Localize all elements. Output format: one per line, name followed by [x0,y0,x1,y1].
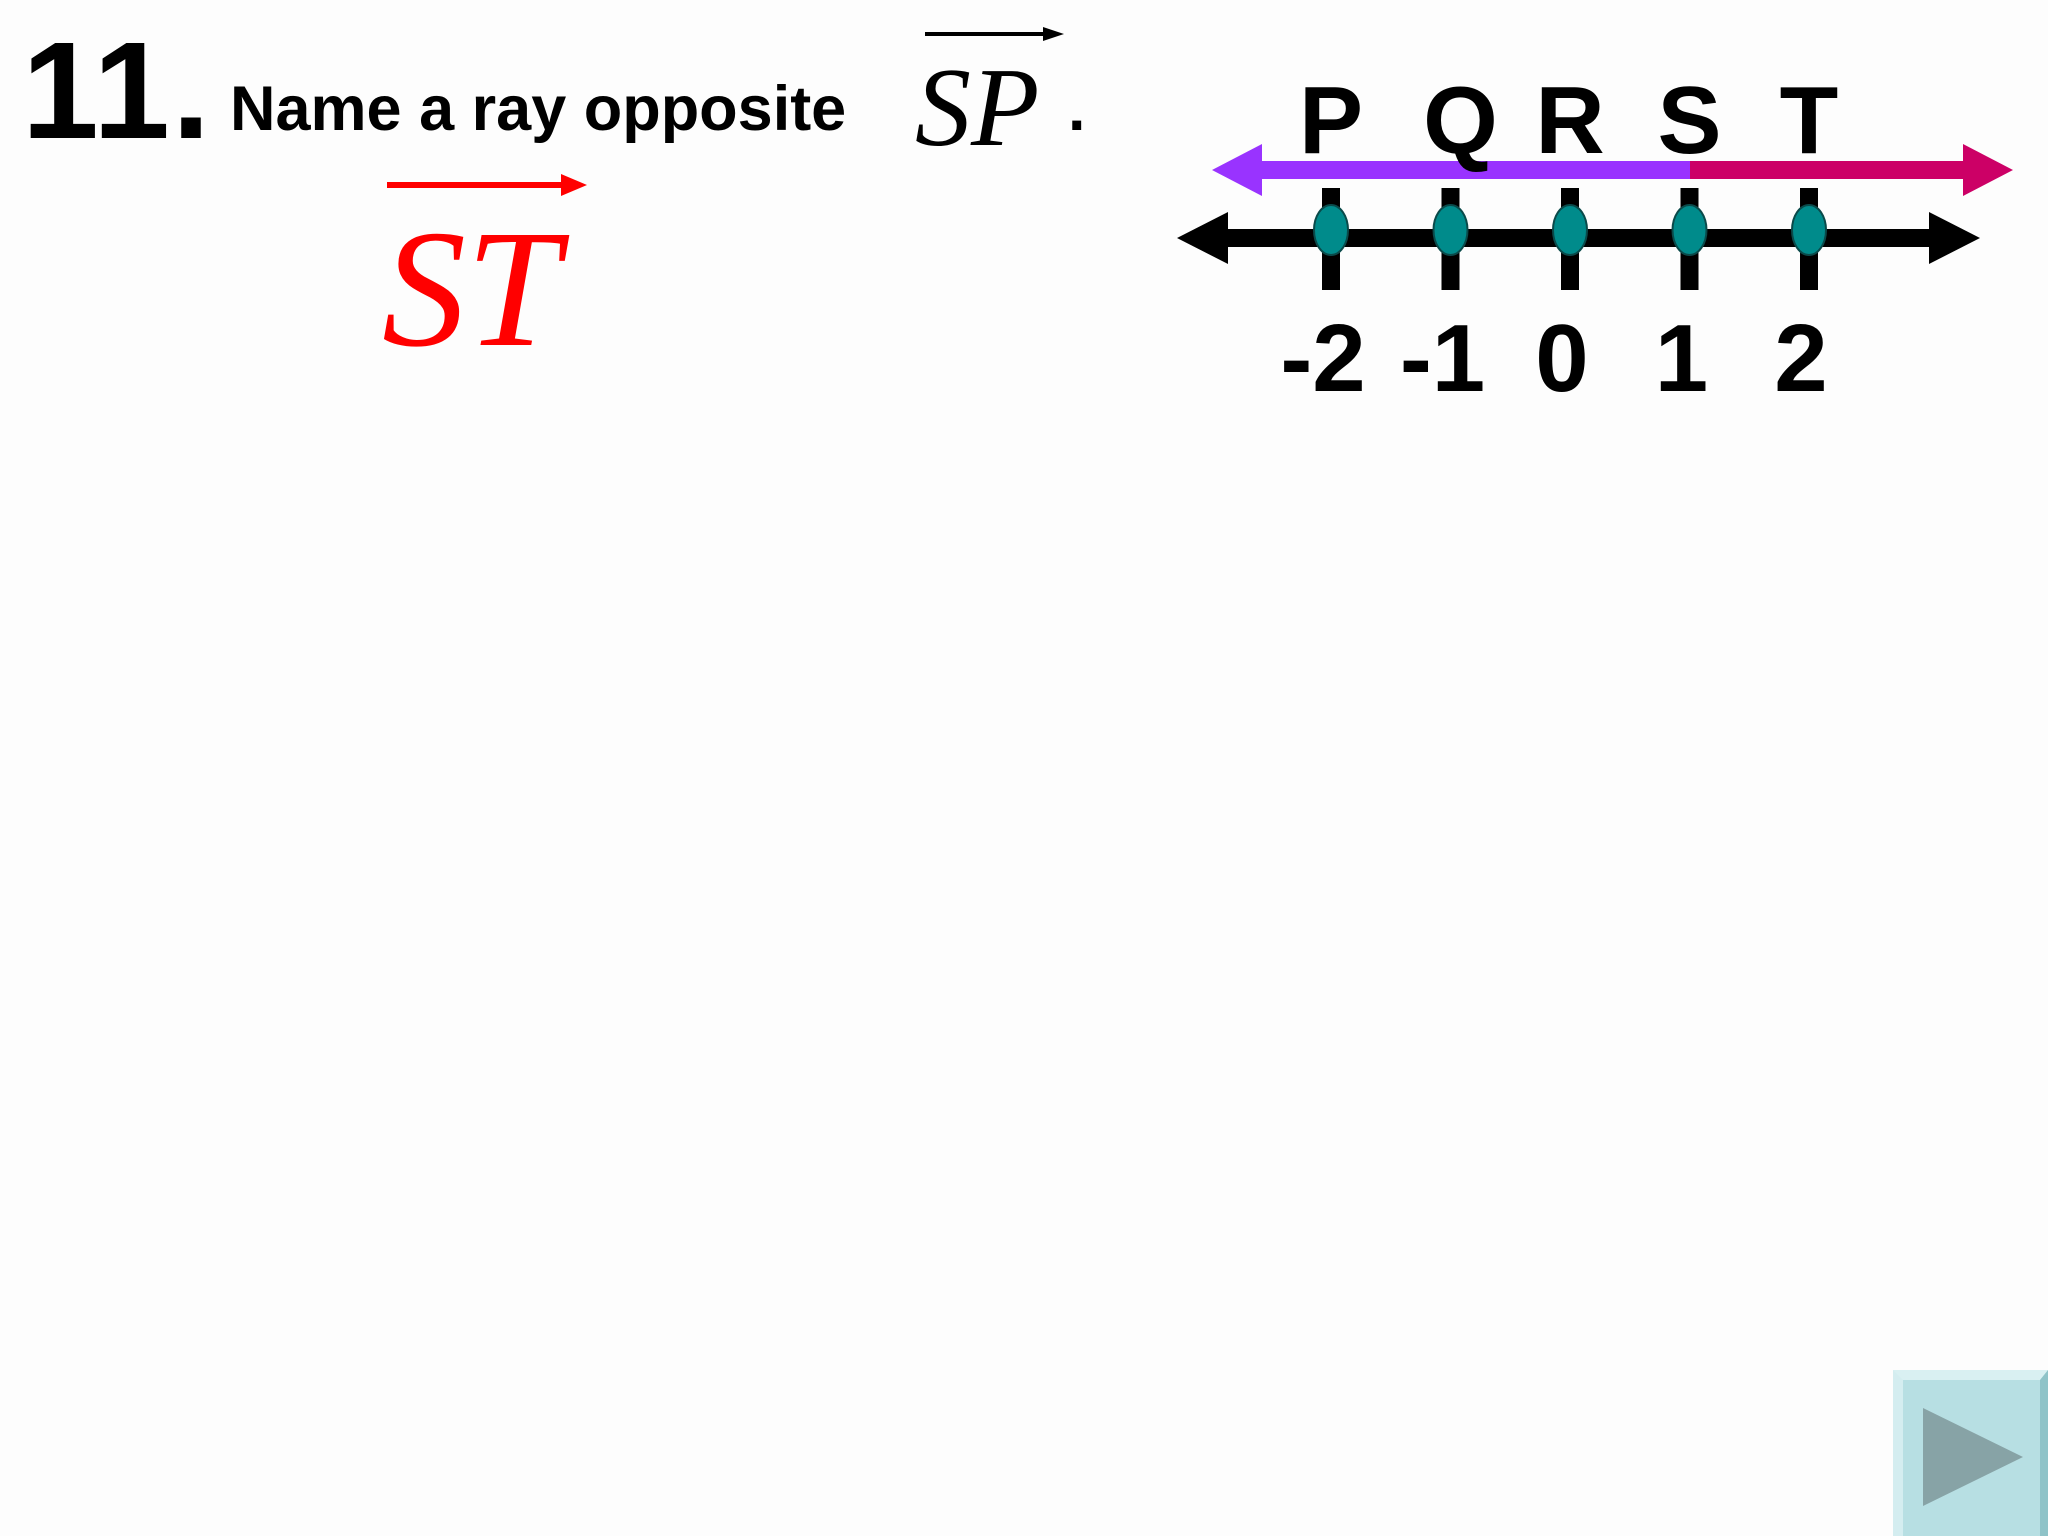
question-ray-name: SP [915,46,1040,170]
point-label-s: S [1657,67,1721,174]
tick-value: -1 [1400,305,1485,412]
point-label-r: R [1535,67,1604,174]
point-label-q: Q [1423,67,1498,174]
ray-arrow-over-st [387,174,587,196]
point-r [1552,204,1588,256]
answer-ray-name: ST [382,196,560,382]
number-line-points [1313,188,1827,290]
play-triangle-icon [1923,1408,2023,1506]
ray-sp-arrowhead [1212,144,1262,196]
number-line-left-arrowhead [1177,212,1228,264]
tick-value: 0 [1535,305,1588,412]
question-period: . [1068,74,1086,144]
number-line-right-arrowhead [1929,212,1980,264]
tick-value: 2 [1774,305,1827,412]
point-label-p: P [1299,67,1363,174]
point-p [1313,204,1349,256]
tick-value: 1 [1655,305,1708,412]
point-t [1791,204,1827,256]
point-q [1432,204,1469,256]
point-label-t: T [1780,67,1839,174]
ray-arrow-over-sp [925,27,1064,41]
tick-value: -2 [1280,305,1365,412]
ray-st-arrowhead [1963,144,2013,196]
opposite-rays [1212,144,2013,196]
question-prompt: Name a ray opposite [230,74,847,144]
next-slide-button[interactable] [1893,1370,2048,1536]
point-s [1671,204,1708,256]
question-number: 11. [22,14,213,168]
